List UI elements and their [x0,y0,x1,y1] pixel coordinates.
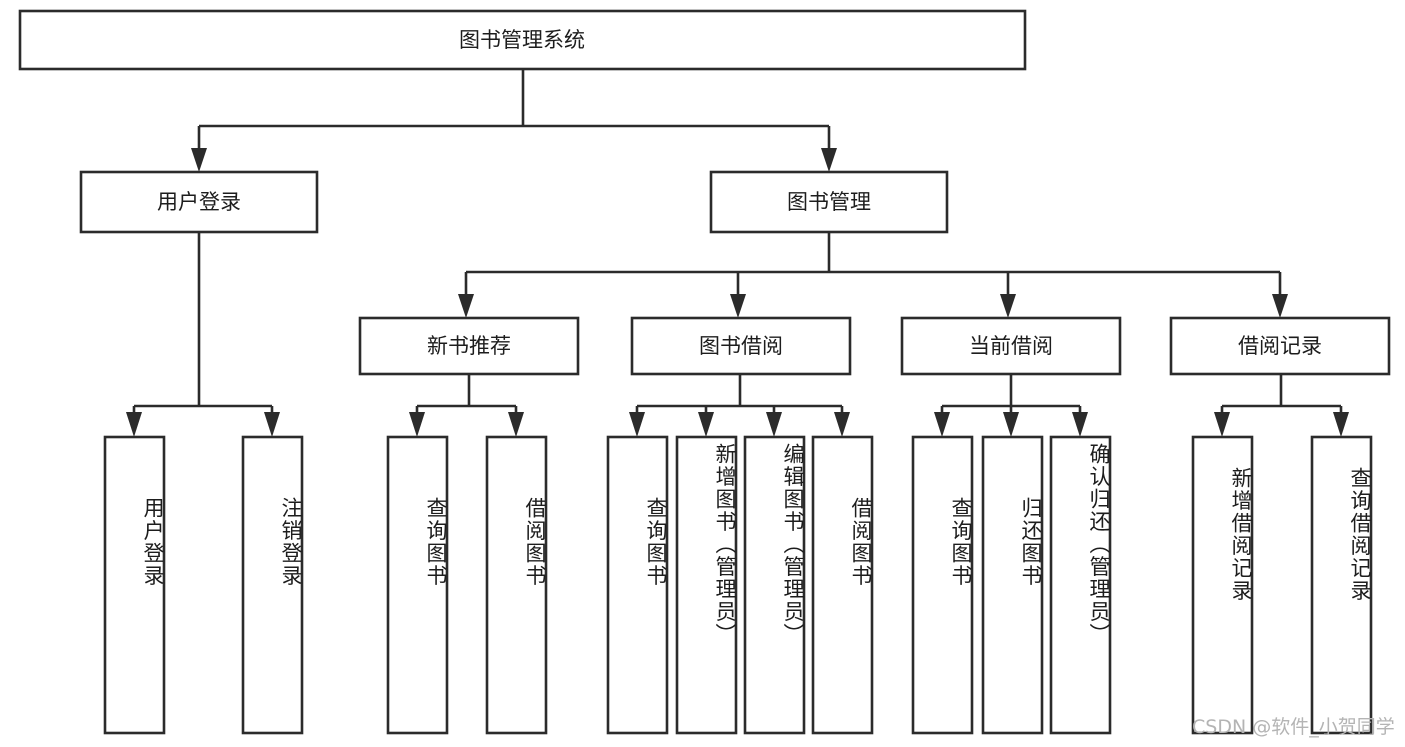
arrowhead-leaf-borrow-lend [834,412,850,437]
connector-group-book-borrow [629,374,850,437]
node-user-login-box[interactable] [79,170,319,234]
node-borrow-record[interactable]: 借阅记录 [1169,316,1391,376]
node-borrow-record-box[interactable] [1169,316,1391,376]
node-root-box[interactable] [18,9,1027,71]
leaf-cur-query-box[interactable] [911,435,974,735]
arrowhead-new-book-rec [458,294,474,318]
arrowhead-leaf-user-logout [264,412,280,437]
arrowhead-book-manage [821,148,837,172]
arrowhead-borrow-record [1272,294,1288,318]
arrowhead-leaf-borrow-add [698,412,714,437]
csdn-watermark: CSDN @软件_小贺同学 [1192,716,1395,738]
connector-group-book-manage [458,232,1288,318]
arrowhead-current-borrow [1000,294,1016,318]
arrowhead-leaf-borrow-query [629,412,645,437]
arrowhead-book-borrow [730,294,746,318]
node-root[interactable]: 图书管理系统 [18,9,1027,71]
arrowhead-leaf-rec-borrow [508,412,524,437]
leaf-rec-borrow-box[interactable] [485,435,548,735]
node-borrow-record-label: 借阅记录 [1238,334,1322,358]
leaf-borrow-add-box[interactable] [675,435,738,735]
leaf-boxes [103,435,1373,735]
node-book-borrow-label: 图书借阅 [699,334,783,358]
node-current-borrow-label: 当前借阅 [969,334,1053,358]
leaf-borrow-edit-box[interactable] [743,435,806,735]
node-current-borrow-box[interactable] [900,316,1122,376]
leaf-cur-return-box[interactable] [981,435,1044,735]
connector-group-root [191,69,837,172]
node-current-borrow[interactable]: 当前借阅 [900,316,1122,376]
leaf-rec-add-box[interactable] [1191,435,1254,735]
node-new-book-rec-box[interactable] [358,316,580,376]
connector-group-borrow-record [1214,374,1349,437]
connector-group-new-book-rec [409,374,524,437]
arrowhead-leaf-user-login [126,412,142,437]
leaf-user-login-box[interactable] [103,435,166,735]
leaf-user-logout-box[interactable] [241,435,304,735]
leaf-borrow-lend-box[interactable] [811,435,874,735]
node-book-manage[interactable]: 图书管理 [709,170,949,234]
arrowhead-leaf-rec-add [1214,412,1230,437]
node-book-borrow-box[interactable] [630,316,852,376]
node-root-label: 图书管理系统 [459,28,585,52]
node-book-manage-box[interactable] [709,170,949,234]
leaf-borrow-query-box[interactable] [606,435,669,735]
arrowhead-leaf-rec-search [1333,412,1349,437]
arrowhead-user-login [191,148,207,172]
arrowhead-leaf-cur-confirm [1072,412,1088,437]
arrowhead-leaf-cur-query [934,412,950,437]
node-user-login[interactable]: 用户登录 [79,170,319,234]
connector-group-current-borrow [934,374,1088,437]
node-user-login-label: 用户登录 [157,190,241,214]
arrowhead-leaf-cur-return [1003,412,1019,437]
node-book-borrow[interactable]: 图书借阅 [630,316,852,376]
leaf-rec-query-box[interactable] [386,435,449,735]
node-book-manage-label: 图书管理 [787,190,871,214]
node-new-book-rec-label: 新书推荐 [427,334,511,358]
arrowhead-leaf-borrow-edit [766,412,782,437]
connector-group-user-login [126,232,280,437]
leaf-rec-search-box[interactable] [1310,435,1373,735]
arrowhead-leaf-rec-query [409,412,425,437]
node-new-book-rec[interactable]: 新书推荐 [358,316,580,376]
leaf-cur-confirm-box[interactable] [1049,435,1112,735]
